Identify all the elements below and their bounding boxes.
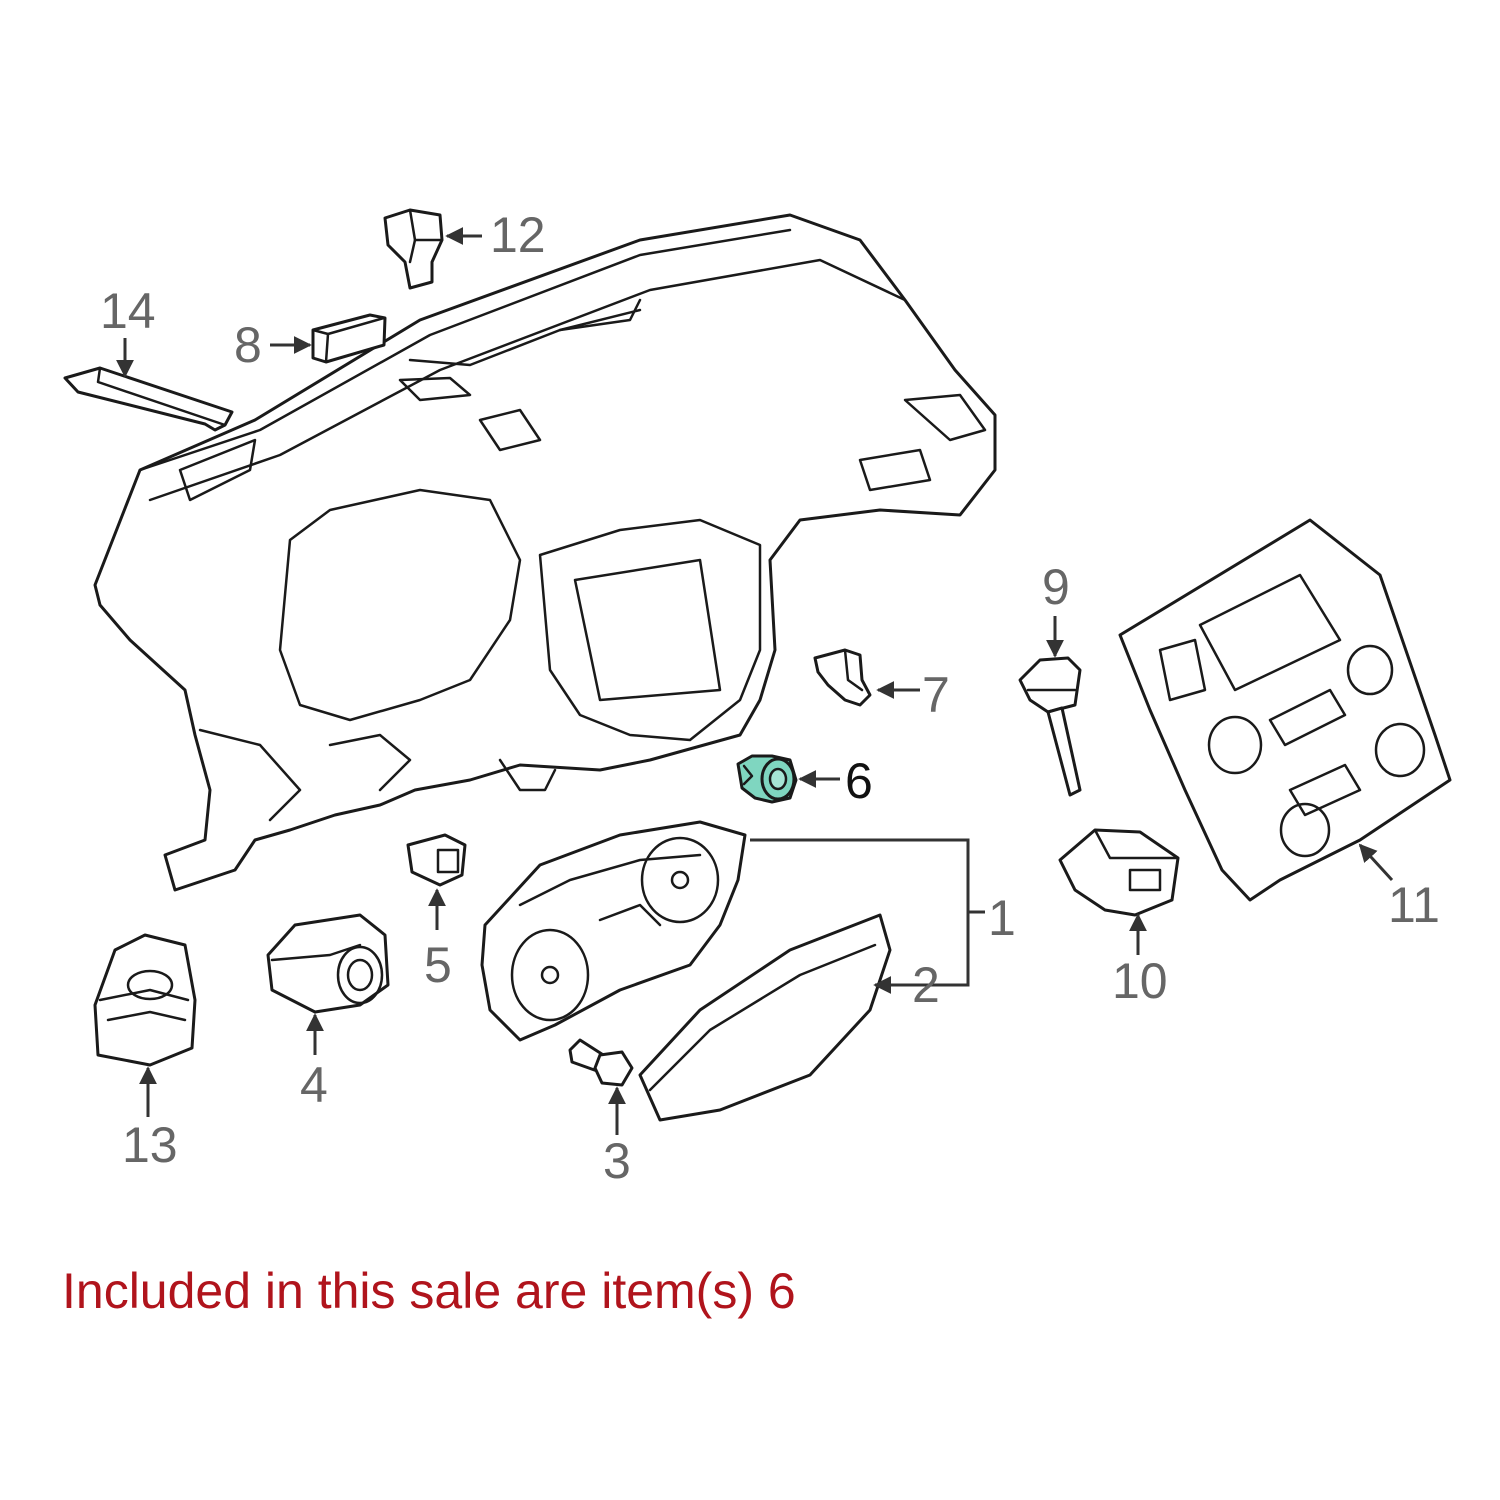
instrument-panel [93,213,997,892]
callout-10: 10 [1112,953,1168,1009]
part-14-trim-strip [63,366,234,432]
callout-3: 3 [603,1133,631,1189]
callout-6: 6 [845,753,873,809]
callout-2: 2 [912,957,940,1013]
part-9-connector [1018,656,1082,797]
callout-labels: 12 8 14 7 6 9 5 4 13 3 1 2 10 11 [100,207,1440,1189]
part-6-highlighted [736,754,798,804]
callout-12: 12 [490,207,546,263]
callout-11: 11 [1388,877,1440,933]
callout-8: 8 [234,317,262,373]
callout-5: 5 [424,937,452,993]
callout-1: 1 [988,890,1016,946]
part-3-screw [568,1038,634,1087]
part-4-switch-body [266,913,390,1014]
part-1-instrument-cluster [480,820,747,1042]
part-10-switch-block [1058,828,1180,917]
part-8-module [311,313,387,364]
part-5-switch [406,833,467,887]
sale-caption: Included in this sale are item(s) 6 [62,1263,796,1319]
callout-14: 14 [100,283,156,339]
part-12-switch [383,208,444,290]
part-13-switch [93,933,197,1067]
callout-7: 7 [922,667,950,723]
leader-lines [116,227,1394,1135]
callout-9: 9 [1042,559,1070,615]
callout-4: 4 [300,1057,328,1113]
part-11-center-stack [1118,518,1452,902]
part-7-bracket [813,648,872,707]
callout-13: 13 [122,1117,178,1173]
